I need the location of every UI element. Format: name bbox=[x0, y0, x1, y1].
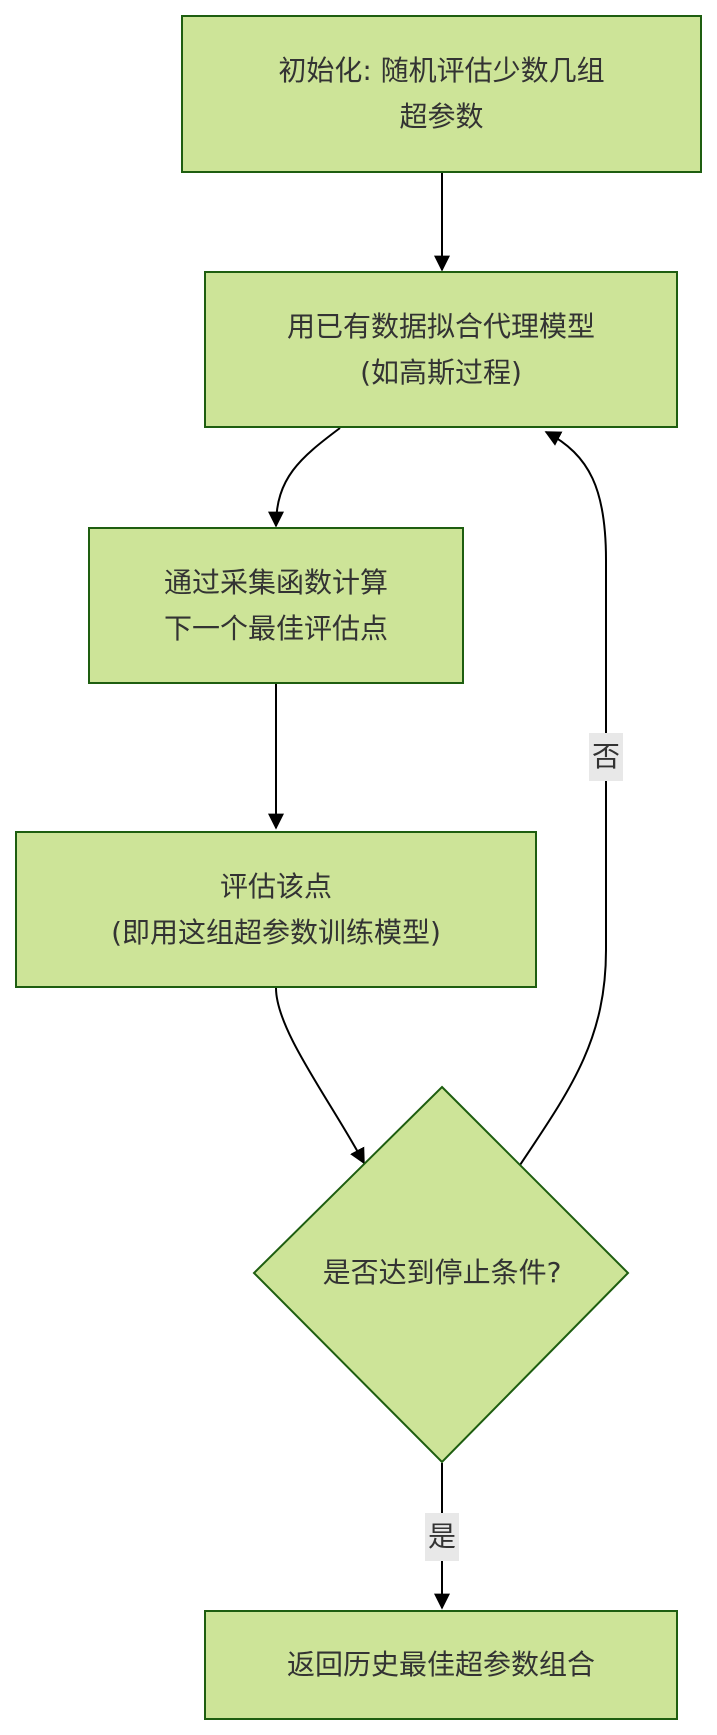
node-initialize-line2: 超参数 bbox=[399, 100, 484, 133]
node-fit-surrogate-line1: 用已有数据拟合代理模型 bbox=[286, 309, 595, 343]
node-evaluate: 评估该点 (即用这组超参数训练模型) bbox=[15, 831, 537, 988]
edge-fit-to-acquire bbox=[268, 427, 341, 528]
node-evaluate-line1: 评估该点 bbox=[219, 869, 332, 903]
node-fit-surrogate-line2: (如高斯过程) bbox=[360, 355, 522, 389]
node-acquisition-line2: 下一个最佳评估点 bbox=[163, 611, 388, 645]
edge-label-no: 否 bbox=[589, 733, 623, 781]
node-result-label: 返回历史最佳超参数组合 bbox=[286, 1648, 595, 1681]
node-acquisition: 通过采集函数计算 下一个最佳评估点 bbox=[88, 527, 464, 684]
edge-label-yes: 是 bbox=[425, 1513, 459, 1561]
node-evaluate-line2: (即用这组超参数训练模型) bbox=[111, 915, 441, 949]
node-acquisition-line1: 通过采集函数计算 bbox=[163, 565, 388, 599]
edge-decision-to-fit bbox=[519, 431, 607, 1166]
decision-diamond bbox=[252, 1085, 630, 1464]
decision-label: 是否达到停止条件? bbox=[322, 1256, 562, 1289]
node-result: 返回历史最佳超参数组合 bbox=[204, 1610, 678, 1720]
node-initialize-line1: 初始化: 随机评估少数几组 bbox=[278, 54, 605, 87]
edge-evaluate-to-decision bbox=[275, 987, 365, 1165]
node-fit-surrogate: 用已有数据拟合代理模型 (如高斯过程) bbox=[204, 271, 678, 428]
node-initialize: 初始化: 随机评估少数几组 超参数 bbox=[181, 15, 702, 173]
